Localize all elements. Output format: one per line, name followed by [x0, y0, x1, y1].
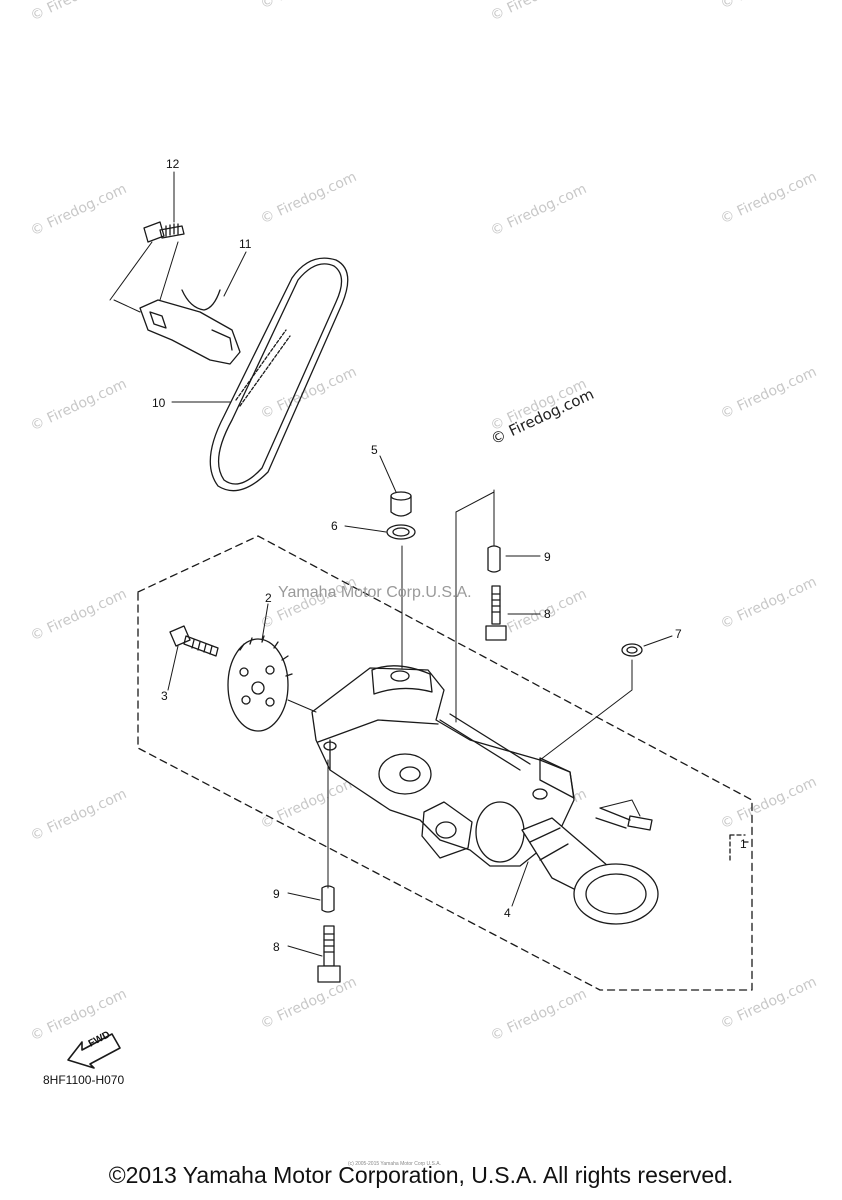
tiny-copyright: (c) 2005-2015 Yamaha Motor Corp U.S.A. — [348, 1161, 441, 1167]
footer-copyright: ©2013 Yamaha Motor Corporation, U.S.A. A… — [108, 1162, 734, 1188]
dowel-pin-9-bottom — [321, 885, 335, 913]
collar-5 — [390, 491, 412, 517]
callout-10: 10 — [152, 396, 166, 410]
callout-4: 4 — [504, 906, 511, 920]
o-ring-6 — [386, 524, 416, 540]
callout-9-bottom: 9 — [273, 887, 280, 901]
oil-strainer-4 — [521, 817, 659, 925]
callout-11: 11 — [239, 237, 252, 251]
callout-1: 1 — [740, 837, 747, 851]
chain-guide-11 — [139, 289, 241, 365]
dowel-pin-9-top — [487, 545, 501, 573]
assembly-dashed-outline — [137, 535, 753, 991]
callout-8-top: 8 — [544, 607, 551, 621]
overlay-text: Yamaha Motor Corp.U.S.A. — [278, 584, 472, 601]
bolt-12 — [143, 221, 185, 243]
callout-3: 3 — [161, 689, 168, 703]
callout-12: 12 — [166, 157, 180, 171]
drive-chain-10 — [209, 257, 349, 492]
callout-9-top: 9 — [544, 550, 551, 564]
washer-7 — [621, 643, 643, 657]
bolt-3 — [169, 625, 219, 657]
bolt-8-bottom — [317, 925, 341, 983]
fwd-arrow-icon — [67, 1033, 121, 1069]
diagram-code: 8HF1100-H070 — [43, 1073, 125, 1087]
callout-6: 6 — [331, 519, 338, 533]
bolt-8-top — [485, 585, 507, 641]
bolt-strainer — [595, 807, 653, 831]
callout-2: 2 — [265, 591, 272, 605]
callout-8-bottom: 8 — [273, 940, 280, 954]
sprocket-2 — [227, 635, 293, 732]
callout-7: 7 — [675, 627, 682, 641]
callout-5: 5 — [371, 443, 378, 457]
